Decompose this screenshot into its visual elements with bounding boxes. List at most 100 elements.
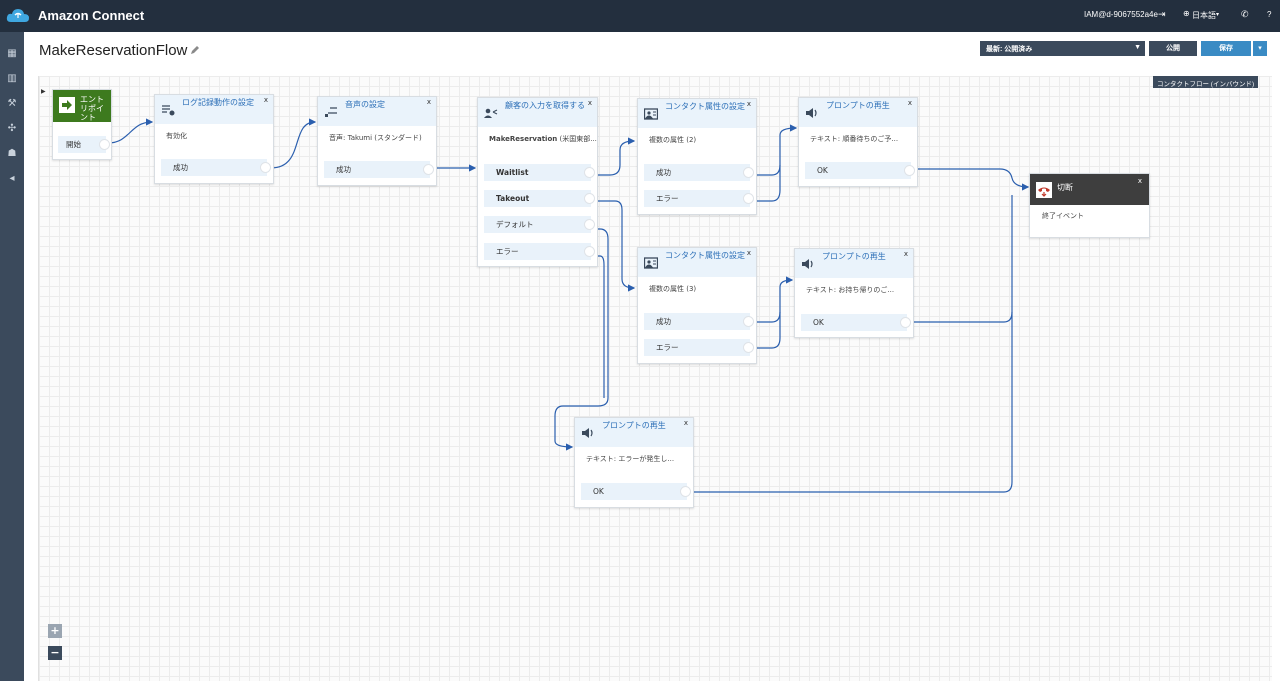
version-status-select[interactable]: 最新: 公開済み ▼ bbox=[980, 41, 1145, 56]
port-ok[interactable]: OK bbox=[801, 314, 911, 331]
speaker-icon bbox=[806, 108, 817, 118]
connector-handle[interactable] bbox=[584, 246, 595, 257]
close-icon[interactable]: x bbox=[1137, 177, 1142, 185]
top-navigation-bar: Amazon Connect IAM@d-9067552a4e ⇥ ⊕ 日本語 … bbox=[0, 0, 1280, 32]
entry-start-port[interactable]: 開始 bbox=[58, 136, 110, 153]
flow-name: MakeReservationFlow bbox=[39, 42, 188, 59]
close-icon[interactable]: x bbox=[426, 98, 431, 106]
set-logging-behavior-block[interactable]: ログ記録動作の設定 x 有効化 成功 bbox=[154, 94, 274, 184]
block-description: MakeReservation (米国東部... bbox=[489, 135, 597, 143]
save-options-dropdown[interactable]: ▾ bbox=[1253, 41, 1267, 56]
close-icon[interactable]: x bbox=[587, 99, 592, 107]
block-title: ログ記録動作の設定 bbox=[182, 98, 254, 107]
port-success[interactable]: 成功 bbox=[644, 164, 754, 181]
connector-handle[interactable] bbox=[584, 219, 595, 230]
close-icon[interactable]: x bbox=[263, 96, 268, 104]
campaigns-icon[interactable]: ◂ bbox=[9, 173, 15, 184]
connector-handle[interactable] bbox=[584, 167, 595, 178]
entry-point-block[interactable]: エントリポイント 開始 bbox=[52, 89, 112, 160]
help-icon[interactable]: ? bbox=[1267, 10, 1272, 19]
close-icon[interactable]: x bbox=[683, 419, 688, 427]
block-header: コンタクト属性の設定 x bbox=[638, 248, 756, 277]
block-title: 切断 bbox=[1057, 183, 1073, 192]
zoom-out-button[interactable]: − bbox=[48, 646, 62, 660]
close-icon[interactable]: x bbox=[907, 99, 912, 107]
close-icon[interactable]: x bbox=[746, 249, 751, 257]
speaker-icon bbox=[802, 259, 813, 269]
set-contact-attributes-block-2[interactable]: コンタクト属性の設定 x 複数の属性 (3) 成功 エラー bbox=[637, 247, 757, 364]
users-icon[interactable]: ☗ bbox=[7, 148, 17, 159]
block-header: 顧客の入力を取得する x bbox=[478, 98, 597, 127]
expand-panel-icon[interactable]: ▶ bbox=[41, 88, 46, 95]
block-description: テキスト: お持ち帰りのご... bbox=[806, 286, 895, 294]
block-header: 音声の設定 x bbox=[318, 97, 436, 126]
port-ok[interactable]: OK bbox=[581, 483, 691, 500]
set-voice-block[interactable]: 音声の設定 x 音声: Takumi (スタンダード) 成功 bbox=[317, 96, 437, 186]
connector-handle[interactable] bbox=[99, 139, 110, 150]
port-success[interactable]: 成功 bbox=[644, 313, 754, 330]
chevron-down-icon: ▾ bbox=[1216, 12, 1220, 18]
flow-type-badge: コンタクトフロー (インバウンド) bbox=[1153, 76, 1259, 88]
save-button[interactable]: 保存 bbox=[1201, 41, 1251, 56]
block-header: プロンプトの再生 x bbox=[799, 98, 917, 127]
dashboard-icon[interactable]: ▦ bbox=[7, 48, 17, 59]
connector-handle[interactable] bbox=[743, 193, 754, 204]
block-description: テキスト: 順番待ちのご予... bbox=[810, 135, 899, 143]
language-selector[interactable]: 日本語 bbox=[1192, 11, 1216, 20]
publish-button[interactable]: 公開 bbox=[1149, 41, 1197, 56]
block-title: コンタクト属性の設定 bbox=[665, 102, 745, 111]
port-success[interactable]: 成功 bbox=[161, 159, 271, 176]
routing-icon[interactable]: ⚒ bbox=[7, 98, 17, 109]
port-error[interactable]: エラー bbox=[644, 339, 754, 356]
port-ok[interactable]: OK bbox=[805, 162, 915, 179]
set-contact-attributes-block-1[interactable]: コンタクト属性の設定 x 複数の属性 (2) 成功 エラー bbox=[637, 98, 757, 215]
block-title: プロンプトの再生 bbox=[602, 421, 666, 430]
sign-out-icon[interactable]: ⇥ bbox=[1158, 9, 1166, 19]
amazon-connect-logo-icon[interactable] bbox=[6, 6, 30, 26]
close-icon[interactable]: x bbox=[746, 100, 751, 108]
connector-handle[interactable] bbox=[743, 316, 754, 327]
port-takeout[interactable]: Takeout bbox=[484, 190, 595, 207]
phone-icon[interactable]: ✆ bbox=[1241, 9, 1249, 19]
block-header: 切断 x bbox=[1030, 174, 1149, 205]
connector-handle[interactable] bbox=[743, 342, 754, 353]
block-description: 有効化 bbox=[166, 132, 187, 140]
contact-attributes-icon bbox=[644, 108, 658, 120]
app-title[interactable]: Amazon Connect bbox=[38, 8, 145, 23]
connector-handle[interactable] bbox=[680, 486, 691, 497]
play-prompt-block-2[interactable]: プロンプトの再生 x テキスト: お持ち帰りのご... OK bbox=[794, 248, 914, 338]
disconnect-block[interactable]: 切断 x 終了イベント bbox=[1029, 173, 1150, 238]
play-prompt-block-3[interactable]: プロンプトの再生 x テキスト: エラーが発生し... OK bbox=[574, 417, 694, 508]
connector-handle[interactable] bbox=[584, 193, 595, 204]
port-error[interactable]: エラー bbox=[484, 243, 595, 260]
customer-input-icon bbox=[484, 108, 498, 118]
block-description: 音声: Takumi (スタンダード) bbox=[329, 134, 422, 142]
block-description: 終了イベント bbox=[1042, 212, 1084, 220]
port-error[interactable]: エラー bbox=[644, 190, 754, 207]
get-customer-input-block[interactable]: 顧客の入力を取得する x MakeReservation (米国東部... Wa… bbox=[477, 97, 598, 267]
user-account[interactable]: IAM@d-9067552a4e bbox=[1084, 10, 1158, 19]
connector-handle[interactable] bbox=[423, 164, 434, 175]
connector-handle[interactable] bbox=[900, 317, 911, 328]
speaker-icon bbox=[582, 428, 593, 438]
edit-pencil-icon[interactable] bbox=[189, 44, 201, 56]
flow-title-bar: MakeReservationFlow 最新: 公開済み ▼ 公開 保存 ▾ bbox=[24, 32, 1280, 72]
metrics-icon[interactable]: ▥ bbox=[7, 73, 17, 84]
connector-handle[interactable] bbox=[904, 165, 915, 176]
block-title: 顧客の入力を取得する bbox=[505, 101, 585, 110]
port-success[interactable]: 成功 bbox=[324, 161, 434, 178]
entry-point-header: エントリポイント bbox=[53, 90, 111, 122]
hang-up-phone-icon bbox=[1036, 182, 1052, 198]
channels-icon[interactable]: ✣ bbox=[7, 123, 17, 134]
voice-icon bbox=[325, 107, 337, 117]
port-default[interactable]: デフォルト bbox=[484, 216, 595, 233]
globe-icon[interactable]: ⊕ bbox=[1183, 9, 1190, 18]
connector-handle[interactable] bbox=[743, 167, 754, 178]
logging-icon bbox=[162, 105, 175, 116]
play-prompt-block-1[interactable]: プロンプトの再生 x テキスト: 順番待ちのご予... OK bbox=[798, 97, 918, 187]
block-description: 複数の属性 (2) bbox=[649, 136, 697, 144]
port-waitlist[interactable]: Waitlist bbox=[484, 164, 595, 181]
connector-handle[interactable] bbox=[260, 162, 271, 173]
zoom-in-button[interactable]: + bbox=[48, 624, 62, 638]
close-icon[interactable]: x bbox=[903, 250, 908, 258]
